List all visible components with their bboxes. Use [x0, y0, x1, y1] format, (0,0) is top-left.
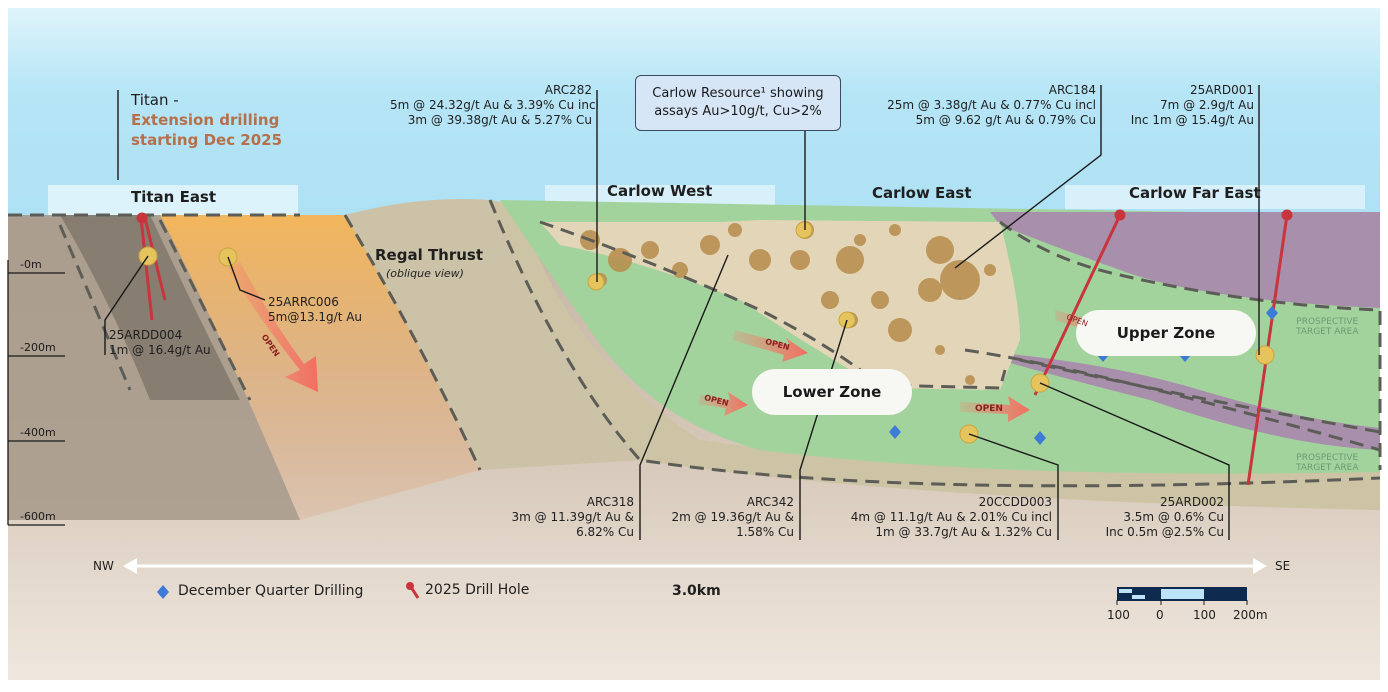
hole-id: ARC282	[544, 83, 592, 97]
hole-intercept: 3m @ 11.39g/t Au &	[511, 510, 634, 524]
titan-note: Titan - Extension drilling starting Dec …	[131, 90, 282, 150]
section-line-arrow	[123, 558, 1267, 574]
hole-id: 25ARRC006	[268, 295, 339, 309]
purple-unit-lower	[965, 350, 1380, 450]
target-area-line: TARGET AREA	[1296, 463, 1359, 473]
section-length-label: 3.0km	[672, 583, 721, 599]
titan-note-line2: Extension drilling	[131, 111, 280, 129]
region-regal-thrust: Regal Thrust	[375, 246, 484, 264]
hole-intercept: 4m @ 11.1g/t Au & 2.01% Cu incl	[850, 510, 1052, 524]
scale-label: 200m	[1233, 608, 1268, 622]
legend-diamond-icon	[157, 585, 169, 599]
depth-label: -400m	[20, 426, 56, 439]
scale-label: 0	[1156, 608, 1164, 622]
hole-intercept: 5m @ 9.62 g/t Au & 0.79% Cu	[915, 113, 1096, 127]
legend-diamond-label: December Quarter Drilling	[178, 583, 364, 599]
hole-intercept: 1m @ 16.4g/t Au	[109, 343, 211, 357]
hole-id: 25ARDD004	[109, 328, 183, 342]
hole-intercept: 7m @ 2.9g/t Au	[1159, 98, 1254, 112]
legend-drill-icon	[406, 582, 420, 599]
hole-id: 25ARD002	[1160, 495, 1224, 509]
scale-bar	[1116, 587, 1248, 605]
open-label: OPEN	[975, 404, 1003, 414]
hole-id: ARC342	[746, 495, 794, 509]
region-titan-east: Titan East	[131, 188, 217, 206]
hole-intercept: 2m @ 19.36g/t Au &	[671, 510, 794, 524]
hole-intercept: 5m @ 24.32g/t Au & 3.39% Cu incl	[390, 98, 599, 112]
hole-id: 20CCDD003	[978, 495, 1052, 509]
callout-line1: Carlow Resource¹ showing	[652, 86, 824, 101]
carlow-resource-callout: Carlow Resource¹ showing assays Au>10g/t…	[635, 75, 841, 131]
regal-thrust-zone	[345, 199, 640, 470]
hole-id: 25ARD001	[1190, 83, 1254, 97]
intercept-markers	[138, 221, 1275, 444]
hole-id: ARC184	[1048, 83, 1096, 97]
titan-note-line3: starting Dec 2025	[131, 131, 283, 149]
callout-line2: assays Au>10g/t, Cu>2%	[654, 104, 822, 119]
hole-intercept: 25m @ 3.38g/t Au & 0.77% Cu incl	[887, 98, 1096, 112]
hole-intercept: Inc 0.5m @2.5% Cu	[1105, 525, 1224, 539]
lower-zone-label: Lower Zone	[752, 369, 912, 415]
region-carlow-far-east: Carlow Far East	[1129, 184, 1261, 202]
hole-intercept: 5m@13.1g/t Au	[268, 310, 363, 324]
hole-intercept: Inc 1m @ 15.4g/t Au	[1130, 113, 1254, 127]
hole-intercept: 1m @ 33.7g/t Au & 1.32% Cu	[875, 525, 1052, 539]
upper-zone-label: Upper Zone	[1076, 310, 1256, 356]
target-area-line: TARGET AREA	[1296, 327, 1359, 337]
hole-intercept: 3.5m @ 0.6% Cu	[1123, 510, 1224, 524]
region-carlow-west: Carlow West	[607, 182, 713, 200]
hole-id: ARC318	[586, 495, 634, 509]
titan-note-title: Titan -	[131, 91, 179, 109]
region-carlow-east: Carlow East	[872, 184, 972, 202]
dashed-contacts	[8, 199, 1382, 488]
depth-label: -600m	[20, 510, 56, 523]
legend-drill-label: 2025 Drill Hole	[425, 582, 530, 598]
axis-nw-label: NW	[93, 559, 114, 573]
hole-intercept: 1.58% Cu	[736, 525, 794, 539]
hole-intercept: 3m @ 39.38g/t Au & 5.27% Cu	[407, 113, 592, 127]
prospective-line: PROSPECTIVE	[1296, 317, 1359, 327]
scale-label: 100	[1107, 608, 1130, 622]
depth-label: -0m	[20, 258, 42, 271]
regal-thrust-subtitle: (oblique view)	[386, 267, 464, 280]
scale-label: 100	[1193, 608, 1216, 622]
depth-label: -200m	[20, 341, 56, 354]
axis-se-label: SE	[1275, 559, 1291, 573]
prospective-line: PROSPECTIVE	[1296, 453, 1359, 463]
depth-axis	[7, 260, 65, 526]
titan-orange-zone	[160, 215, 480, 520]
carlow-resource-zone	[540, 220, 1020, 390]
hole-intercept: 6.82% Cu	[576, 525, 634, 539]
